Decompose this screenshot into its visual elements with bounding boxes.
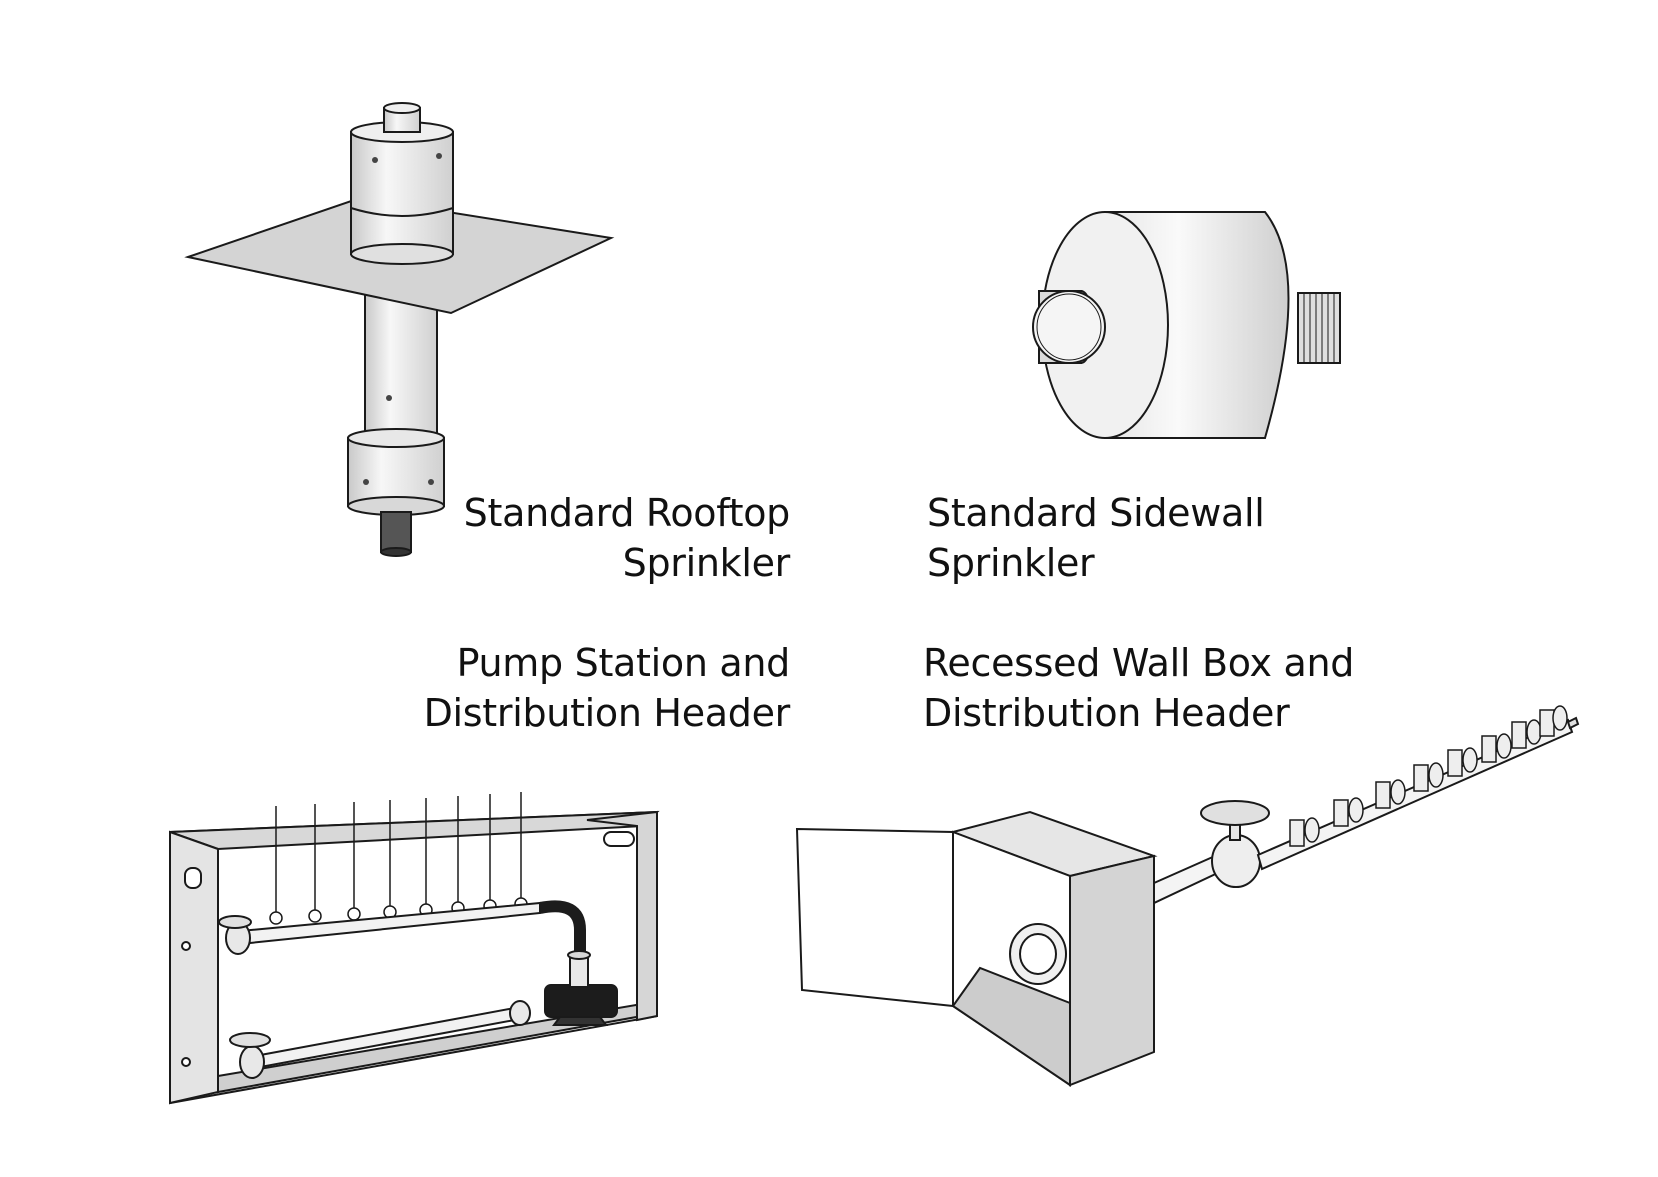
recessed-wall-box [795, 705, 1580, 1087]
wallbox-label-line2: Distribution Header [923, 691, 1290, 735]
sidewall-sprinkler [1032, 211, 1341, 439]
sidewall-label-line2: Sprinkler [927, 541, 1095, 585]
pump-label-line2: Distribution Header [423, 691, 791, 735]
sidewall-label-line1: Standard Sidewall [927, 491, 1265, 535]
pump-station [169, 792, 660, 1105]
wallbox-label: Recessed Wall Box and Distribution Heade… [923, 638, 1355, 738]
pump-label-line1: Pump Station and [456, 641, 791, 685]
rooftop-label-line2: Sprinkler [622, 541, 791, 585]
sidewall-label: Standard Sidewall Sprinkler [927, 488, 1287, 588]
rooftop-label: Standard Rooftop Sprinkler [440, 488, 791, 588]
wallbox-label-line1: Recessed Wall Box and [923, 641, 1355, 685]
rooftop-label-line1: Standard Rooftop [463, 491, 791, 535]
pump-label: Pump Station and Distribution Header [410, 638, 791, 738]
rooftop-sprinkler [184, 102, 615, 557]
